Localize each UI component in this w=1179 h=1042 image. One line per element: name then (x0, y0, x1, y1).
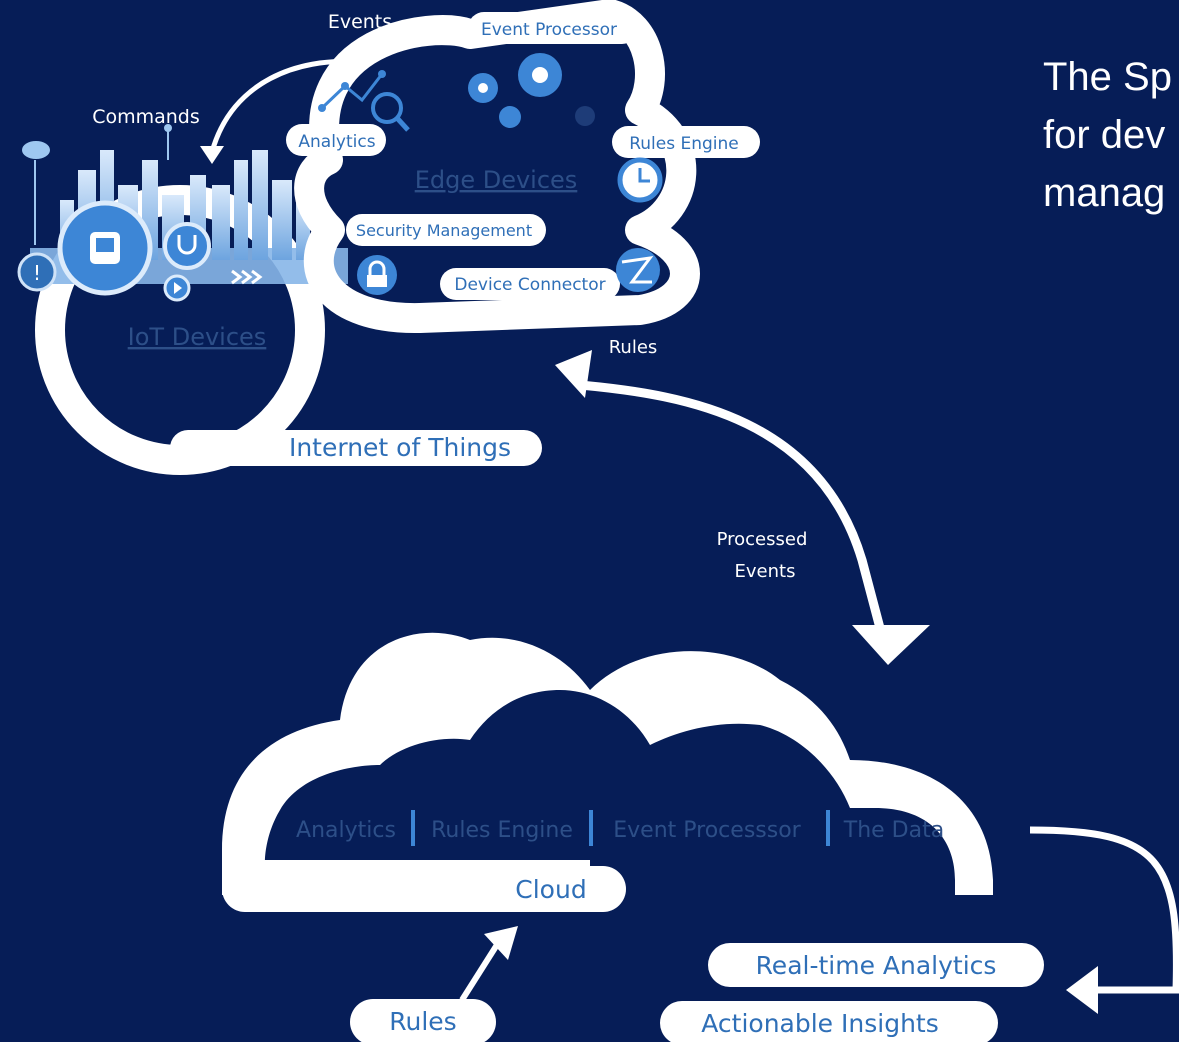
processed-events-line-2: Events (735, 561, 796, 582)
cloud-item-analytics: Analytics (296, 818, 396, 843)
analytics-label: Analytics (298, 132, 375, 152)
headline-line-3: manag (1043, 171, 1166, 215)
security-management-label: Security Management (356, 221, 532, 240)
rules-processed-events-arrow (579, 380, 885, 630)
edge-devices-label: Edge Devices (415, 166, 578, 194)
cloud-divider (589, 810, 593, 846)
play-icon (163, 274, 191, 302)
cloud-components: Analytics Rules Engine Event Processsor … (296, 810, 944, 846)
device-connector-label: Device Connector (454, 275, 605, 295)
smartwatch-icon (57, 200, 153, 296)
iot-devices-label: IoT Devices (128, 323, 267, 351)
cloud-shape (222, 632, 993, 895)
events-label: Events (328, 11, 392, 33)
realtime-analytics-pill (708, 943, 1044, 987)
rules-top-label: Rules (609, 337, 658, 358)
realtime-analytics-label: Real-time Analytics (756, 951, 997, 980)
headline: The Sp for dev manag (1043, 48, 1172, 222)
headline-line-2: for dev (1043, 113, 1166, 157)
lock-icon (357, 255, 397, 295)
cloud-item-event-processor: Event Processsor (613, 818, 801, 843)
headline-line-1: The Sp (1043, 55, 1172, 99)
cloud-label: Cloud (515, 875, 586, 904)
cloud-item-rules-engine: Rules Engine (431, 818, 573, 843)
warning-icon: ! (17, 252, 57, 292)
magnifier-chart-icon (318, 70, 410, 132)
stethoscope-icon (163, 222, 211, 270)
gear-icon (468, 53, 595, 128)
cloud-banner (222, 866, 626, 912)
commands-arrowhead (200, 146, 224, 164)
processed-events-arrowhead (852, 625, 930, 665)
event-processor-label: Event Processor (481, 20, 617, 40)
edge-devices-cluster (286, 0, 760, 334)
rules-up-arrowhead (555, 350, 592, 398)
rules-into-cloud-arrow (459, 938, 503, 1002)
rules-engine-label: Rules Engine (629, 134, 739, 154)
globe-icon (616, 248, 660, 292)
rules-bottom-pill (350, 999, 496, 1042)
actionable-insights-label: Actionable Insights (701, 1009, 939, 1038)
cloud-divider (411, 810, 415, 846)
commands-label: Commands (92, 106, 200, 128)
cloud-item-the-data: The Data (843, 818, 944, 843)
processed-events-line-1: Processed (717, 529, 808, 550)
rules-into-cloud-arrowhead (484, 926, 518, 960)
cloud-output-arrowhead (1066, 966, 1098, 1014)
cloud-output-arrow (1029, 826, 1179, 994)
actionable-insights-pill (660, 1001, 998, 1042)
svg-text:!: ! (33, 261, 41, 285)
cloud-divider (826, 810, 830, 846)
clock-gear-icon (617, 157, 663, 203)
internet-of-things-label: Internet of Things (289, 433, 511, 462)
rules-bottom-label: Rules (389, 1007, 456, 1036)
